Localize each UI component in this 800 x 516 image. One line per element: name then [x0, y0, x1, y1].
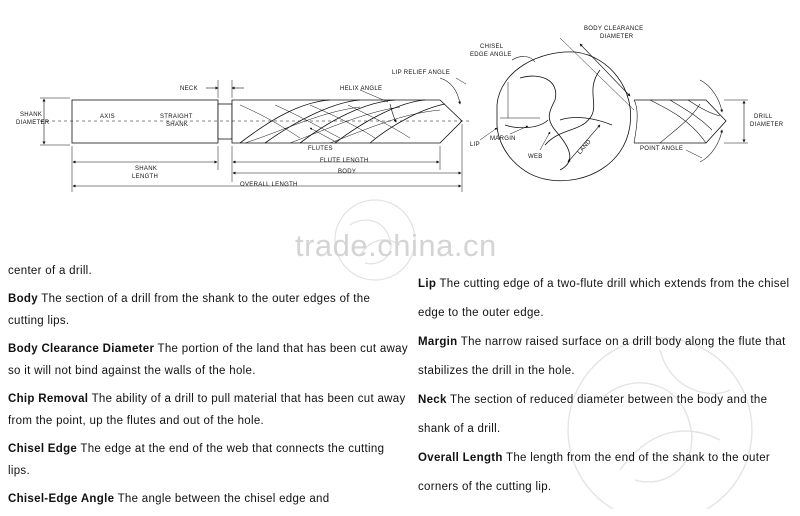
- label-chisel-edge-angle: CHISEL: [480, 44, 504, 50]
- glossary-definition: The section of reduced diameter between …: [418, 394, 768, 435]
- label-shank-diameter-2: DIAMETER: [16, 120, 50, 126]
- label-shank-diameter: SHANK: [20, 112, 42, 118]
- label-point-angle: POINT ANGLE: [640, 146, 683, 152]
- glossary-definition: The narrow raised surface on a drill bod…: [418, 336, 786, 377]
- label-drill-diameter: DRILL: [754, 114, 773, 120]
- glossary-item-chisel-edge: Chisel Edge The edge at the end of the w…: [8, 438, 408, 482]
- label-web: WEB: [528, 154, 543, 160]
- glossary-term: Overall Length: [418, 452, 503, 464]
- label-margin: MARGIN: [490, 136, 516, 142]
- label-lip-relief-angle: LIP RELIEF ANGLE: [392, 70, 450, 76]
- glossary-term: Chisel Edge: [8, 443, 78, 455]
- glossary-definition: The length from the end of the shank to …: [418, 452, 771, 493]
- label-chisel-edge-angle-2: EDGE ANGLE: [470, 52, 512, 58]
- label-overall-length: OVERALL LENGTH: [240, 182, 298, 188]
- glossary-item-chip-removal: Chip Removal The ability of a drill to p…: [8, 388, 408, 432]
- label-flutes: FLUTES: [308, 146, 333, 152]
- glossary-item-body-clearance-diameter: Body Clearance Diameter The portion of t…: [8, 338, 408, 382]
- watermark-seal-right: [567, 337, 753, 509]
- glossary-item-body: Body The section of a drill from the sha…: [8, 288, 408, 332]
- glossary-term: Chip Removal: [8, 393, 89, 405]
- label-shank-length-2: LENGTH: [132, 174, 158, 180]
- label-neck: NECK: [180, 86, 198, 92]
- label-drill-diameter-2: DIAMETER: [750, 122, 784, 128]
- glossary-term: Body: [8, 293, 38, 305]
- glossary-item-chisel-edge-angle: Chisel-Edge Angle The angle between the …: [8, 488, 408, 510]
- label-straight-shank: STRAIGHT: [160, 114, 193, 120]
- glossary-term: Lip: [418, 278, 437, 290]
- watermark-seal-left: [334, 199, 416, 281]
- glossary-item-margin: Margin The narrow raised surface on a dr…: [418, 328, 793, 386]
- glossary-definition: The portion of the land that has been cu…: [8, 343, 408, 377]
- glossary-definition: The ability of a drill to pull material …: [8, 393, 406, 427]
- glossary-definition: The edge at the end of the web that conn…: [8, 443, 385, 477]
- glossary-definition: The section of a drill from the shank to…: [8, 293, 371, 327]
- glossary-right-column: Lip The cutting edge of a two-flute dril…: [418, 270, 793, 502]
- label-flute-length: FLUTE LENGTH: [320, 158, 369, 164]
- glossary-term: Chisel-Edge Angle: [8, 493, 115, 505]
- label-shank-length: SHANK: [135, 166, 157, 172]
- label-helix-angle: HELIX ANGLE: [340, 86, 382, 92]
- label-straight-shank-2: SHANK: [166, 122, 188, 128]
- glossary-item-overall-length: Overall Length The length from the end o…: [418, 444, 793, 502]
- glossary-definition: The cutting edge of a two-flute drill wh…: [418, 278, 790, 319]
- shank-shape: [71, 99, 219, 144]
- label-body-clearance-2: DIAMETER: [600, 34, 634, 40]
- watermark-text: trade.china.cn: [295, 228, 497, 263]
- glossary-item-neck: Neck The section of reduced diameter bet…: [418, 386, 793, 444]
- label-axis: AXIS: [100, 114, 115, 120]
- glossary-left-column: center of a drill. Body The section of a…: [8, 260, 408, 516]
- neck-shape: [217, 103, 233, 140]
- drill-diagram: SHANK DIAMETER AXIS STRAIGHT SHANK NECK …: [16, 26, 784, 192]
- label-lip: LIP: [470, 142, 480, 148]
- glossary-term: Margin: [418, 336, 458, 348]
- glossary-definition: The angle between the chisel edge and: [114, 493, 330, 505]
- label-body: BODY: [338, 169, 356, 175]
- glossary-term: Body Clearance Diameter: [8, 343, 155, 355]
- glossary-item-lip: Lip The cutting edge of a two-flute dril…: [418, 270, 793, 328]
- point-view: [633, 79, 748, 163]
- glossary-term: Neck: [418, 394, 447, 406]
- glossary-fragment: center of a drill.: [8, 265, 93, 277]
- end-view: [479, 37, 637, 182]
- label-body-clearance: BODY CLEARANCE: [584, 26, 643, 32]
